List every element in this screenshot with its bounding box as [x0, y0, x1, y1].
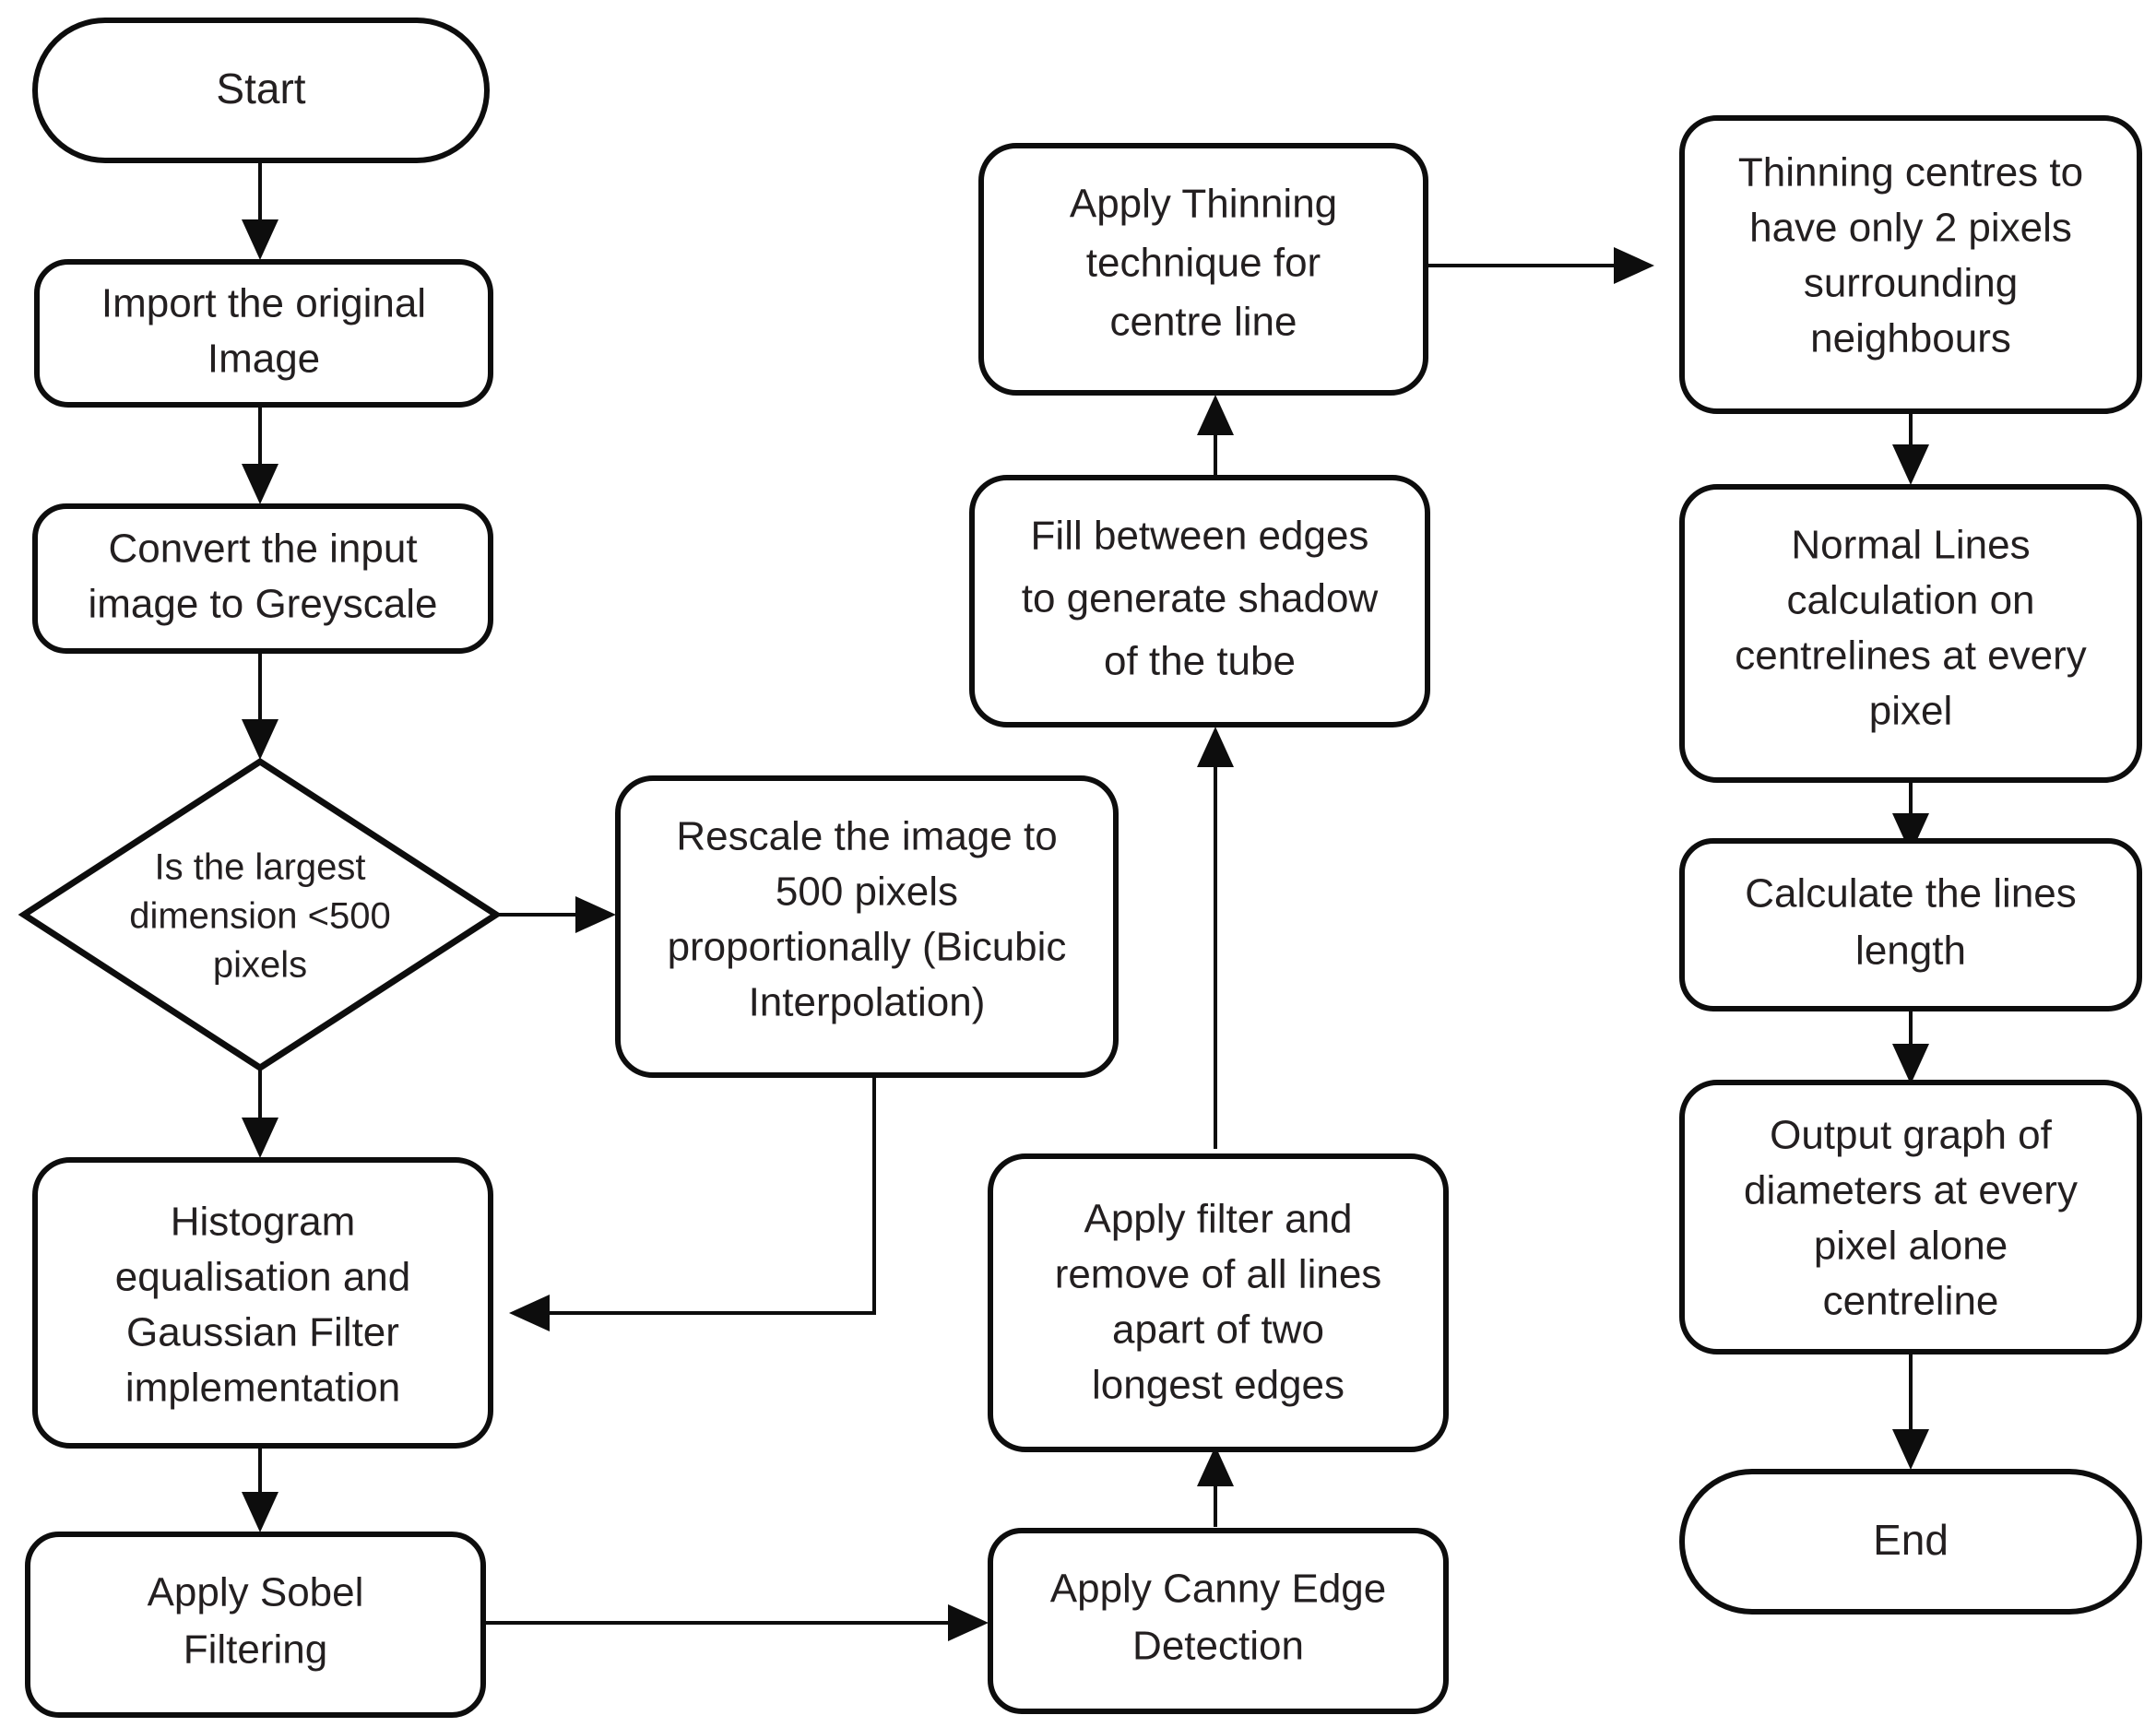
node-decision-dimension[interactable]: Is the largest dimension <500 pixels — [18, 757, 503, 1072]
node-thinning-centre[interactable]: Apply Thinning technique for centre line — [978, 143, 1428, 396]
node-canny-line-0: Apply Canny Edge — [1050, 1567, 1386, 1612]
node-normal-lines-line-1: calculation on — [1786, 578, 2034, 623]
node-import-image[interactable]: Import the original Image — [34, 259, 493, 408]
node-output-graph-line-1: diameters at every — [1744, 1168, 2078, 1213]
node-canny-line-1: Detection — [1132, 1624, 1304, 1669]
node-fill-edges[interactable]: Fill between edges to generate shadow of… — [969, 475, 1430, 727]
node-start[interactable]: Start — [32, 18, 490, 163]
node-normal-lines-line-3: pixel — [1869, 689, 1953, 734]
node-thinning-centre-line-2: centre line — [1109, 300, 1297, 345]
node-histogram-line-3: implementation — [125, 1366, 400, 1411]
node-normal-lines-line-2: centrelines at every — [1735, 633, 2087, 679]
node-convert-greyscale-line-0: Convert the input — [108, 526, 417, 572]
node-rescale-line-1: 500 pixels — [776, 869, 958, 915]
node-thinning-centres-2px-line-0: Thinning centres to — [1738, 150, 2083, 195]
node-output-graph[interactable]: Output graph of diameters at every pixel… — [1679, 1080, 2142, 1354]
node-decision-dimension-line-0: Is the largest — [154, 847, 365, 888]
node-filter-lines[interactable]: Apply filter and remove of all lines apa… — [988, 1153, 1449, 1452]
node-rescale-line-3: Interpolation) — [749, 980, 986, 1025]
node-convert-greyscale[interactable]: Convert the input image to Greyscale — [32, 503, 493, 654]
edge-output-graph-to-end — [1892, 1351, 1929, 1470]
node-thinning-centre-line-0: Apply Thinning — [1070, 182, 1337, 227]
edge-calc-length-to-output-graph — [1892, 1008, 1929, 1084]
edge-sobel-to-canny — [483, 1604, 989, 1641]
node-fill-edges-line-0: Fill between edges — [1031, 514, 1369, 559]
node-thinning-centres-2px-line-2: surrounding — [1804, 261, 2018, 306]
connector-layer — [242, 159, 1929, 1641]
node-normal-lines[interactable]: Normal Lines calculation on centrelines … — [1679, 484, 2142, 783]
node-thinning-centres-2px-line-1: have only 2 pixels — [1749, 206, 2072, 251]
node-calc-length-line-1: length — [1855, 929, 1966, 974]
node-histogram-line-2: Gaussian Filter — [126, 1310, 399, 1355]
edge-thinning-centres-2px-to-normal-lines — [1892, 410, 1929, 485]
edge-convert-greyscale-to-decision — [242, 649, 278, 760]
node-import-image-line-0: Import the original — [101, 281, 426, 326]
node-import-image-line-1: Image — [207, 337, 320, 382]
edge-decision-to-rescale — [496, 896, 616, 933]
edge-histogram-to-sobel — [242, 1445, 278, 1532]
node-thinning-centres-2px[interactable]: Thinning centres to have only 2 pixels s… — [1679, 115, 2142, 414]
node-output-graph-line-2: pixel alone — [1814, 1224, 2008, 1269]
node-rescale[interactable]: Rescale the image to 500 pixels proporti… — [615, 775, 1119, 1078]
edge-thinning-centre-to-thinning-centres-2px — [1424, 247, 1654, 284]
node-output-graph-line-3: centreline — [1823, 1279, 1999, 1324]
node-end[interactable]: End — [1679, 1469, 2142, 1615]
node-histogram-line-1: equalisation and — [115, 1255, 410, 1300]
node-filter-lines-line-2: apart of two — [1112, 1307, 1324, 1353]
node-histogram-line-0: Histogram — [171, 1200, 356, 1245]
edge-start-to-import-image — [242, 159, 278, 260]
edge-rescale-to-histogram — [509, 1077, 876, 1331]
edge-import-image-to-convert-greyscale — [242, 403, 278, 504]
node-normal-lines-line-0: Normal Lines — [1791, 523, 2030, 568]
edge-decision-to-histogram — [242, 1070, 278, 1158]
node-sobel-line-1: Filtering — [184, 1627, 328, 1673]
node-thinning-centre-line-1: technique for — [1086, 241, 1321, 286]
edge-canny-to-filter-lines — [1197, 1446, 1234, 1527]
node-convert-greyscale-line-1: image to Greyscale — [88, 582, 437, 627]
node-output-graph-line-0: Output graph of — [1770, 1113, 2053, 1158]
node-fill-edges-line-2: of the tube — [1104, 639, 1296, 684]
node-rescale-line-2: proportionally (Bicubic — [668, 925, 1067, 970]
edge-filter-lines-to-fill-edges — [1197, 727, 1234, 1149]
node-decision-dimension-line-2: pixels — [213, 945, 307, 986]
node-fill-edges-line-1: to generate shadow — [1022, 576, 1379, 621]
node-sobel-line-0: Apply Sobel — [148, 1570, 364, 1615]
edge-fill-edges-to-thinning-centre — [1197, 395, 1234, 479]
node-start-line-0: Start — [216, 65, 305, 112]
edge-normal-lines-to-calc-length — [1892, 779, 1929, 854]
node-decision-dimension-line-1: dimension <500 — [129, 896, 391, 937]
node-histogram[interactable]: Histogram equalisation and Gaussian Filt… — [32, 1157, 493, 1449]
node-rescale-line-0: Rescale the image to — [676, 814, 1057, 859]
node-filter-lines-line-1: remove of all lines — [1055, 1252, 1382, 1297]
node-calc-length-line-0: Calculate the lines — [1745, 871, 2077, 917]
node-end-line-0: End — [1873, 1516, 1949, 1564]
node-sobel[interactable]: Apply Sobel Filtering — [25, 1532, 486, 1718]
node-thinning-centres-2px-line-3: neighbours — [1810, 316, 2011, 361]
node-filter-lines-line-3: longest edges — [1092, 1363, 1345, 1408]
node-canny[interactable]: Apply Canny Edge Detection — [988, 1528, 1449, 1714]
node-calc-length[interactable]: Calculate the lines length — [1679, 838, 2142, 1011]
node-filter-lines-line-0: Apply filter and — [1084, 1197, 1352, 1242]
